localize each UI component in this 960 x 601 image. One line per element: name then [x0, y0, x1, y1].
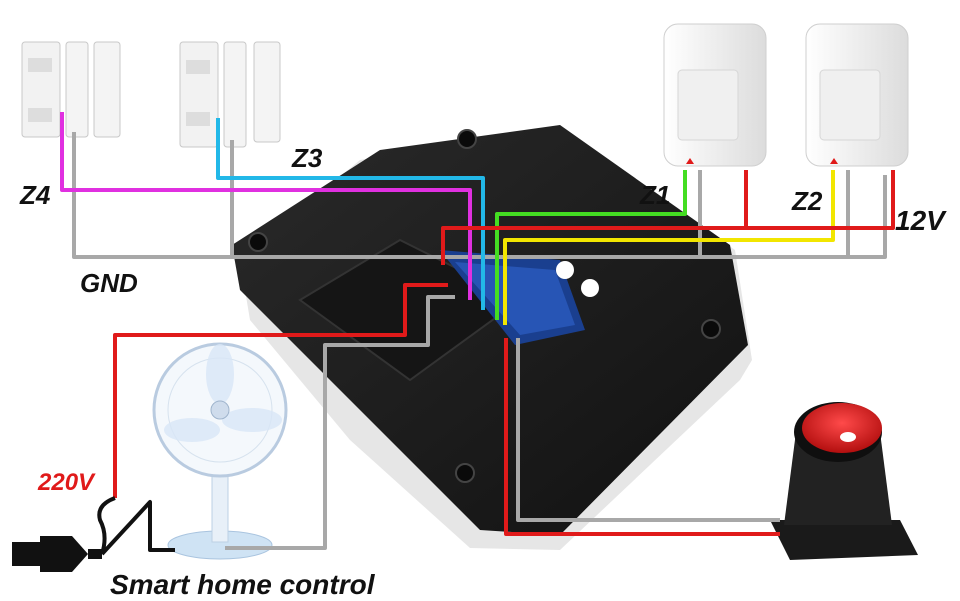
pir-sensor-z1	[663, 23, 767, 167]
plug-cord	[97, 496, 175, 556]
label-z4: Z4	[19, 180, 51, 210]
electric-fan-icon	[152, 342, 288, 560]
z1-wire	[495, 170, 687, 320]
z4-wire	[60, 112, 472, 300]
label-220v: 220V	[37, 469, 96, 496]
door-magnetic-contact-icon	[179, 41, 281, 148]
door-sensor-z3	[179, 41, 281, 148]
z3-wire	[216, 118, 485, 310]
wires	[60, 112, 895, 556]
siren-icon	[770, 402, 918, 560]
power-220v-wire	[113, 283, 448, 498]
pir-sensor-z2	[805, 23, 909, 167]
label-z3: Z3	[291, 143, 323, 173]
siren-gray-wire	[516, 338, 780, 522]
caption: Smart home control	[110, 569, 376, 600]
pir-motion-detector-icon	[805, 23, 909, 167]
pir-motion-detector-icon	[663, 23, 767, 167]
label-12v: 12V	[895, 205, 947, 236]
label-gnd: GND	[80, 268, 138, 298]
power-plug-icon	[12, 536, 102, 572]
label-z2: Z2	[791, 186, 823, 216]
relay-wire	[225, 295, 455, 550]
z2-wire	[503, 170, 835, 325]
label-z1: Z1	[639, 180, 670, 210]
door-sensor-z4	[21, 41, 121, 138]
siren-red-wire	[504, 338, 780, 536]
power-12v-wire	[441, 170, 895, 265]
gnd-wire	[72, 132, 887, 259]
door-magnetic-contact-icon	[21, 41, 121, 138]
